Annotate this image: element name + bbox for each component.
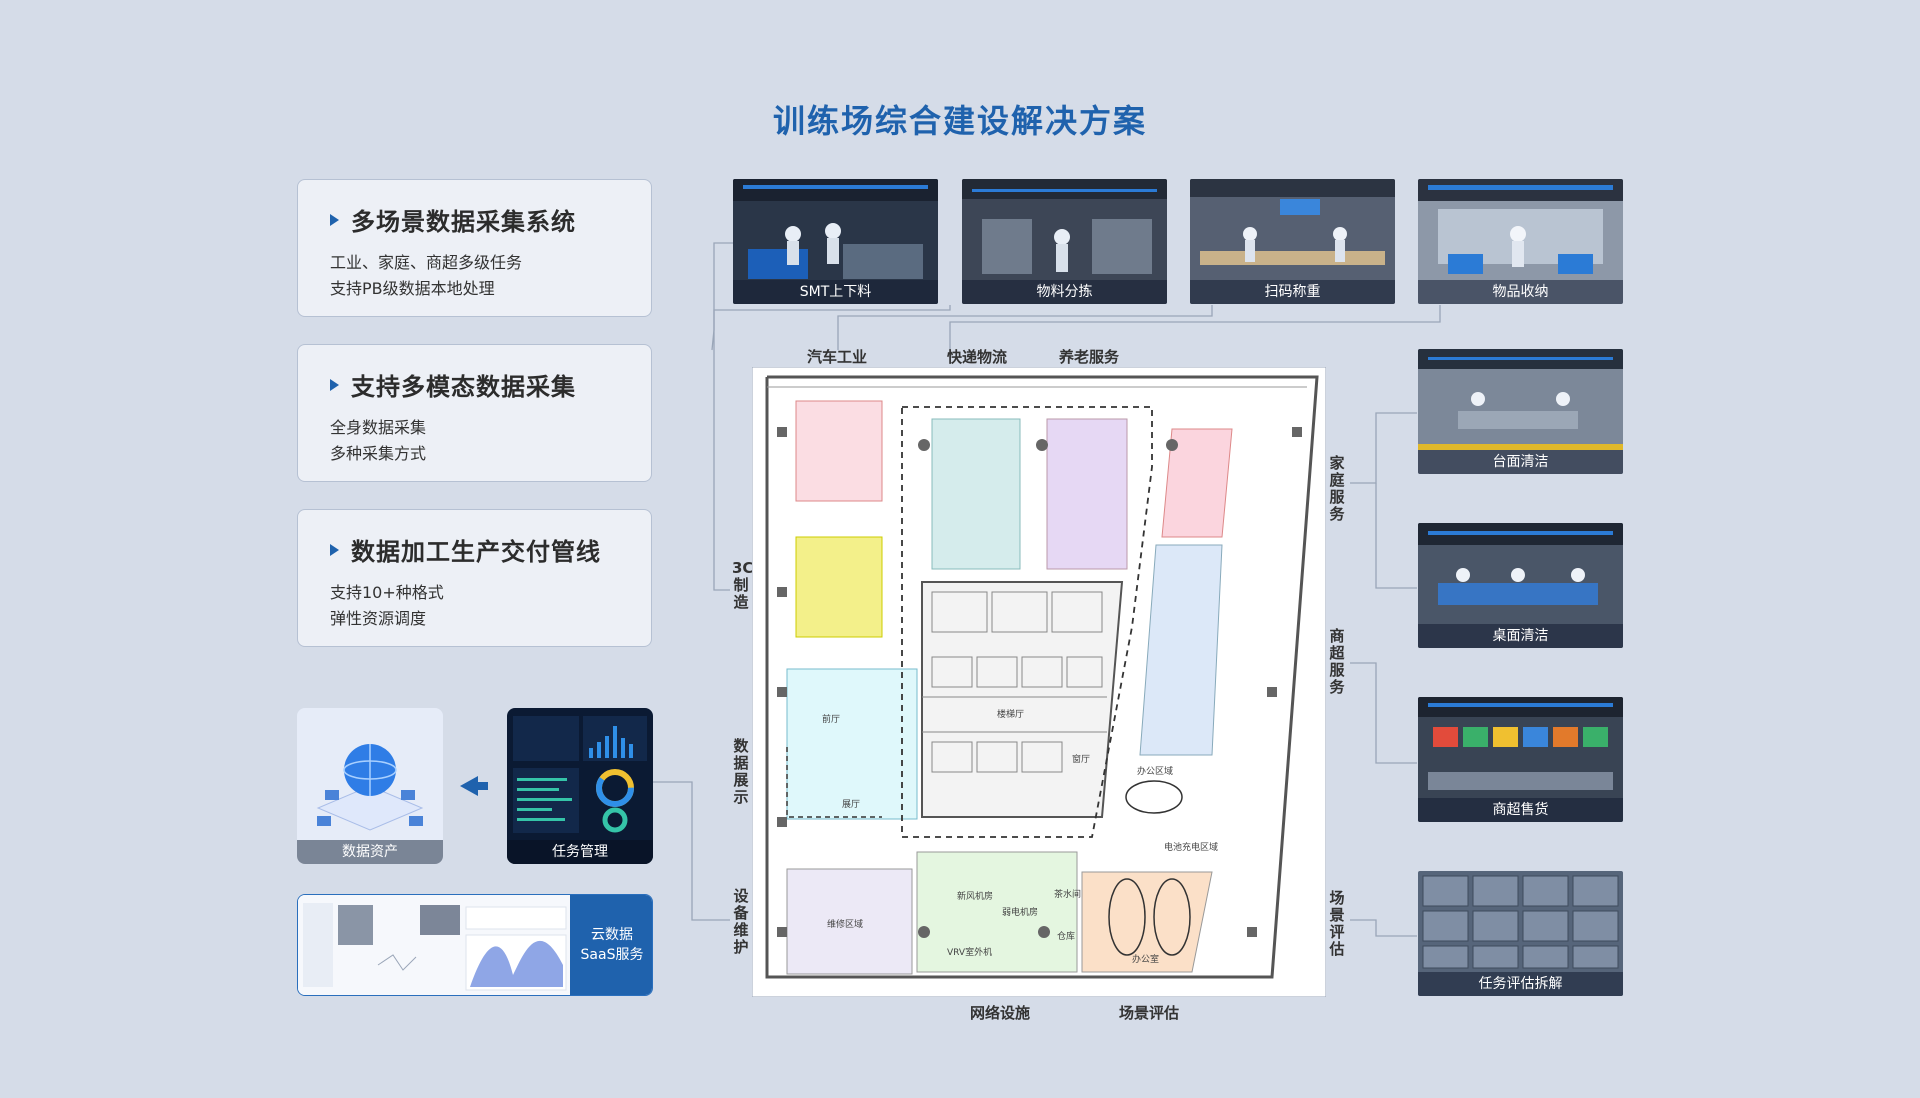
globe-platform-icon — [316, 744, 424, 831]
photo-evaluation: 任务评估拆解 — [1418, 871, 1623, 996]
dashboard-icon — [513, 716, 647, 833]
saas-dashboard-icon — [298, 895, 570, 995]
feature-card-pipeline: 数据加工生产交付管线 支持10+种格式 弹性资源调度 — [297, 509, 652, 647]
zone-label-bottom: 场景评估 — [1119, 1004, 1180, 1022]
bullet-triangle-icon — [330, 213, 339, 226]
zone-label-right: 场景评估 — [1329, 889, 1345, 958]
feature-title: 数据加工生产交付管线 — [351, 538, 601, 566]
scene-illustration-icon — [1418, 871, 1623, 996]
room-label: 窗厅 — [1072, 753, 1090, 765]
tile-caption: 数据资产 — [297, 840, 443, 864]
photo-retail: 商超售货 — [1418, 697, 1623, 822]
photo-smt: SMT上下料 — [733, 179, 938, 304]
room-label: 茶水间 — [1054, 888, 1081, 900]
photo-caption: 桌面清洁 — [1418, 624, 1623, 648]
photo-storage: 物品收纳 — [1418, 179, 1623, 304]
feature-line: 全身数据采集 — [330, 418, 427, 437]
feature-title: 多场景数据采集系统 — [351, 208, 576, 236]
cloud-saas-line: 云数据 — [591, 927, 633, 943]
photo-caption: 物品收纳 — [1418, 280, 1623, 304]
feature-line: 多种采集方式 — [330, 444, 427, 463]
feature-line: 支持PB级数据本地处理 — [330, 279, 495, 298]
room-label: VRV室外机 — [947, 946, 992, 958]
zone-label-top: 汽车工业 — [807, 348, 868, 366]
photo-counter-clean: 台面清洁 — [1418, 349, 1623, 474]
photo-desk-clean: 桌面清洁 — [1418, 523, 1623, 648]
zone-label-top: 养老服务 — [1059, 348, 1120, 366]
room-label: 维修区域 — [827, 918, 863, 930]
photo-caption: 商超售货 — [1418, 798, 1623, 822]
room-label: 办公区域 — [1137, 765, 1173, 777]
photo-caption: 台面清洁 — [1418, 450, 1623, 474]
room-label: 电池充电区域 — [1164, 841, 1218, 853]
room-label: 办公室 — [1132, 953, 1159, 965]
photo-caption: 扫码称重 — [1190, 280, 1395, 304]
data-asset-tile: 数据资产 — [297, 708, 443, 864]
photo-sorting: 物料分拣 — [962, 179, 1167, 304]
cloud-saas-line: SaaS服务 — [580, 947, 644, 963]
photo-caption: 物料分拣 — [962, 280, 1167, 304]
room-label: 仓库 — [1057, 930, 1075, 942]
photo-scan-weigh: 扫码称重 — [1190, 179, 1395, 304]
zone-label-top: 快递物流 — [947, 348, 1008, 366]
feature-card-multimodal: 支持多模态数据采集 全身数据采集 多种采集方式 — [297, 344, 652, 482]
cloud-saas-tile: 云数据 SaaS服务 — [297, 894, 653, 996]
room-label: 展厅 — [842, 799, 860, 810]
feature-line: 工业、家庭、商超多级任务 — [330, 253, 523, 272]
photo-caption: 任务评估拆解 — [1418, 972, 1623, 996]
feature-line: 弹性资源调度 — [330, 609, 427, 628]
cloud-saas-label: 云数据 SaaS服务 — [570, 895, 652, 995]
zone-label-bottom: 网络设施 — [970, 1004, 1031, 1022]
bullet-triangle-icon — [330, 378, 339, 391]
tile-caption: 任务管理 — [507, 840, 653, 864]
zone-label-right: 家庭服务 — [1329, 454, 1345, 523]
zone-label-left: 设备维护 — [733, 887, 749, 956]
room-label: 新风机房 — [957, 890, 993, 902]
room-label: 楼梯厅 — [997, 708, 1024, 720]
zone-label-left: 3C制造 — [732, 559, 754, 611]
feature-line: 支持10+种格式 — [330, 583, 444, 602]
zone-label-right: 商超服务 — [1329, 627, 1345, 696]
feature-title: 支持多模态数据采集 — [351, 373, 576, 401]
page-title: 训练场综合建设解决方案 — [772, 102, 1147, 140]
photo-caption: SMT上下料 — [733, 280, 938, 304]
feature-card-multi-scene: 多场景数据采集系统 工业、家庭、商超多级任务 支持PB级数据本地处理 — [297, 179, 652, 317]
task-management-tile: 任务管理 — [507, 708, 653, 864]
room-label: 弱电机房 — [1002, 906, 1038, 918]
zone-label-left: 数据展示 — [733, 737, 749, 806]
floor-plan: 展厅 维修区域 办公区域 办公室 电池充电区域 新风机房 弱电机房 茶水间 仓库… — [752, 367, 1326, 997]
room-label: 前厅 — [822, 713, 840, 725]
bullet-triangle-icon — [330, 543, 339, 556]
